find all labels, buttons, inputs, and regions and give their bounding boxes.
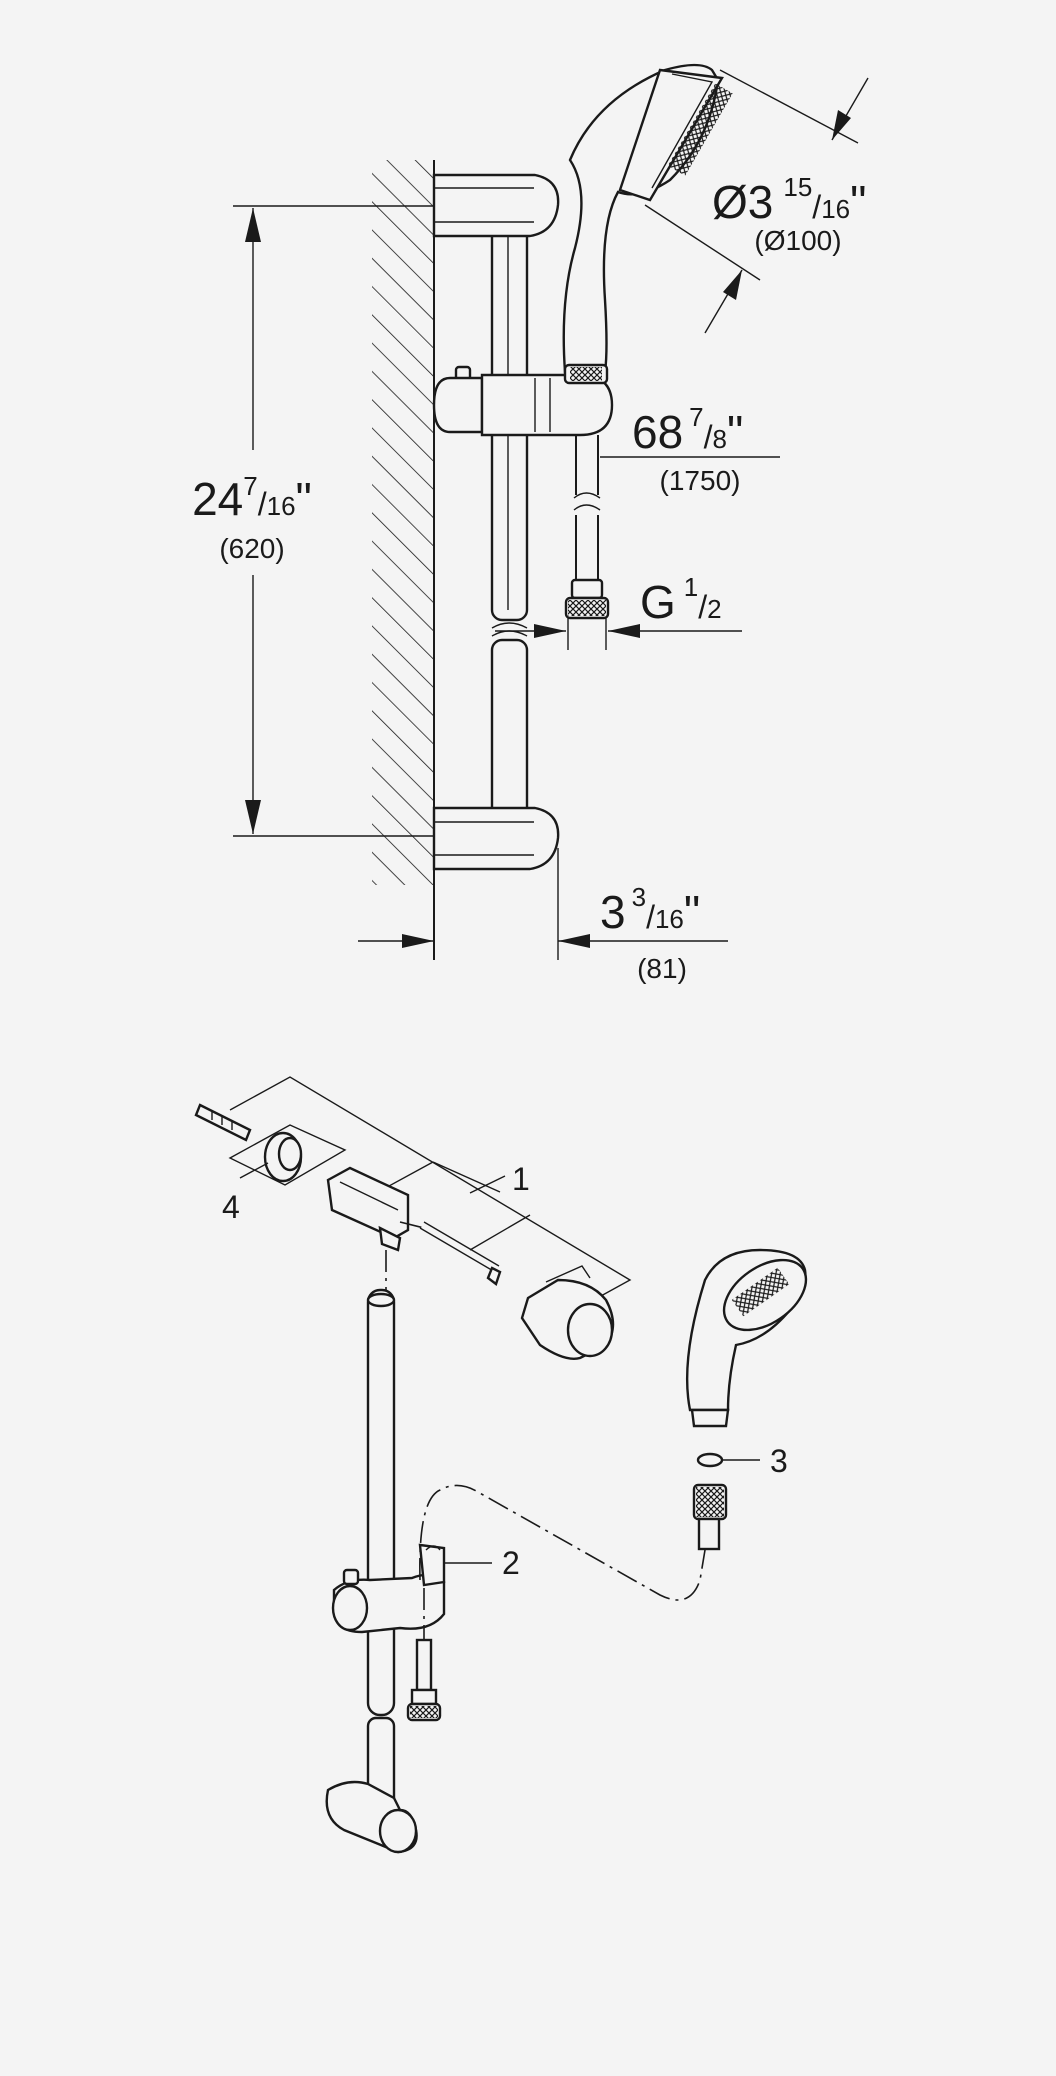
projection-whole: 3 bbox=[600, 886, 626, 938]
head-diameter-denominator: 16 bbox=[821, 194, 850, 224]
thread-numerator: 1 bbox=[684, 572, 698, 602]
callout-labels: 1 2 3 4 bbox=[222, 1161, 788, 1581]
connecting-hose-path bbox=[419, 1484, 708, 1601]
rail-bar bbox=[490, 223, 529, 822]
thread-denominator: 2 bbox=[707, 594, 721, 624]
callout-2: 2 bbox=[502, 1545, 520, 1581]
hose-length-unit: " bbox=[727, 406, 743, 458]
svg-text:687/8": 687/8" bbox=[632, 402, 743, 458]
upper-bracket bbox=[326, 1166, 410, 1252]
thread-prefix: G bbox=[640, 576, 676, 628]
exploded-bottom-bracket bbox=[325, 1780, 418, 1854]
top-wall-bracket bbox=[432, 173, 560, 238]
rail-height-whole: 24 bbox=[192, 473, 243, 525]
exploded-rail bbox=[366, 1288, 396, 1820]
projection-unit: " bbox=[684, 886, 700, 938]
exploded-slider bbox=[331, 1543, 446, 1634]
hose-nut bbox=[692, 1483, 728, 1551]
hand-shower bbox=[562, 63, 733, 385]
end-cap bbox=[520, 1265, 615, 1360]
rail-height-denominator: 16 bbox=[267, 491, 296, 521]
projection-numerator: 3 bbox=[632, 882, 646, 912]
washer bbox=[696, 1452, 760, 1468]
bracket-kit-frame bbox=[229, 1076, 632, 1314]
slider-holder bbox=[432, 365, 614, 437]
callout-3: 3 bbox=[770, 1443, 788, 1479]
exploded-view: 1 2 3 4 bbox=[194, 1076, 808, 1854]
hose-length-denominator: 8 bbox=[713, 424, 727, 454]
fixing-screw bbox=[399, 1221, 502, 1286]
projection-denominator: 16 bbox=[655, 904, 684, 934]
hose bbox=[564, 435, 610, 650]
cover-ring bbox=[228, 1124, 347, 1186]
hose-length-metric: (1750) bbox=[660, 465, 741, 496]
callout-1: 1 bbox=[512, 1161, 530, 1197]
head-diameter-prefix: Ø3 bbox=[712, 176, 773, 228]
hose-stub bbox=[406, 1588, 442, 1722]
rail-height-metric: (620) bbox=[219, 533, 284, 564]
wall-plug bbox=[194, 1103, 252, 1142]
wall-hatching bbox=[372, 160, 435, 960]
svg-text:33/16": 33/16" bbox=[600, 882, 700, 938]
hose-length-whole: 68 bbox=[632, 406, 683, 458]
hose-length-numerator: 7 bbox=[689, 402, 703, 432]
svg-text:G1/2: G1/2 bbox=[640, 572, 722, 628]
bottom-wall-bracket bbox=[432, 806, 560, 871]
svg-text:247/16": 247/16" bbox=[192, 471, 312, 525]
callout-4: 4 bbox=[222, 1189, 240, 1225]
projection-metric: (81) bbox=[637, 953, 687, 984]
head-diameter-unit: " bbox=[850, 176, 866, 228]
rail-height-dimension: 247/16" (620) bbox=[192, 205, 434, 837]
head-diameter-metric: (Ø100) bbox=[754, 225, 841, 256]
rail-height-unit: " bbox=[296, 473, 312, 525]
exploded-hand-shower bbox=[685, 1248, 808, 1428]
rail-height-numerator: 7 bbox=[243, 471, 257, 501]
head-diameter-numerator: 15 bbox=[783, 172, 812, 202]
